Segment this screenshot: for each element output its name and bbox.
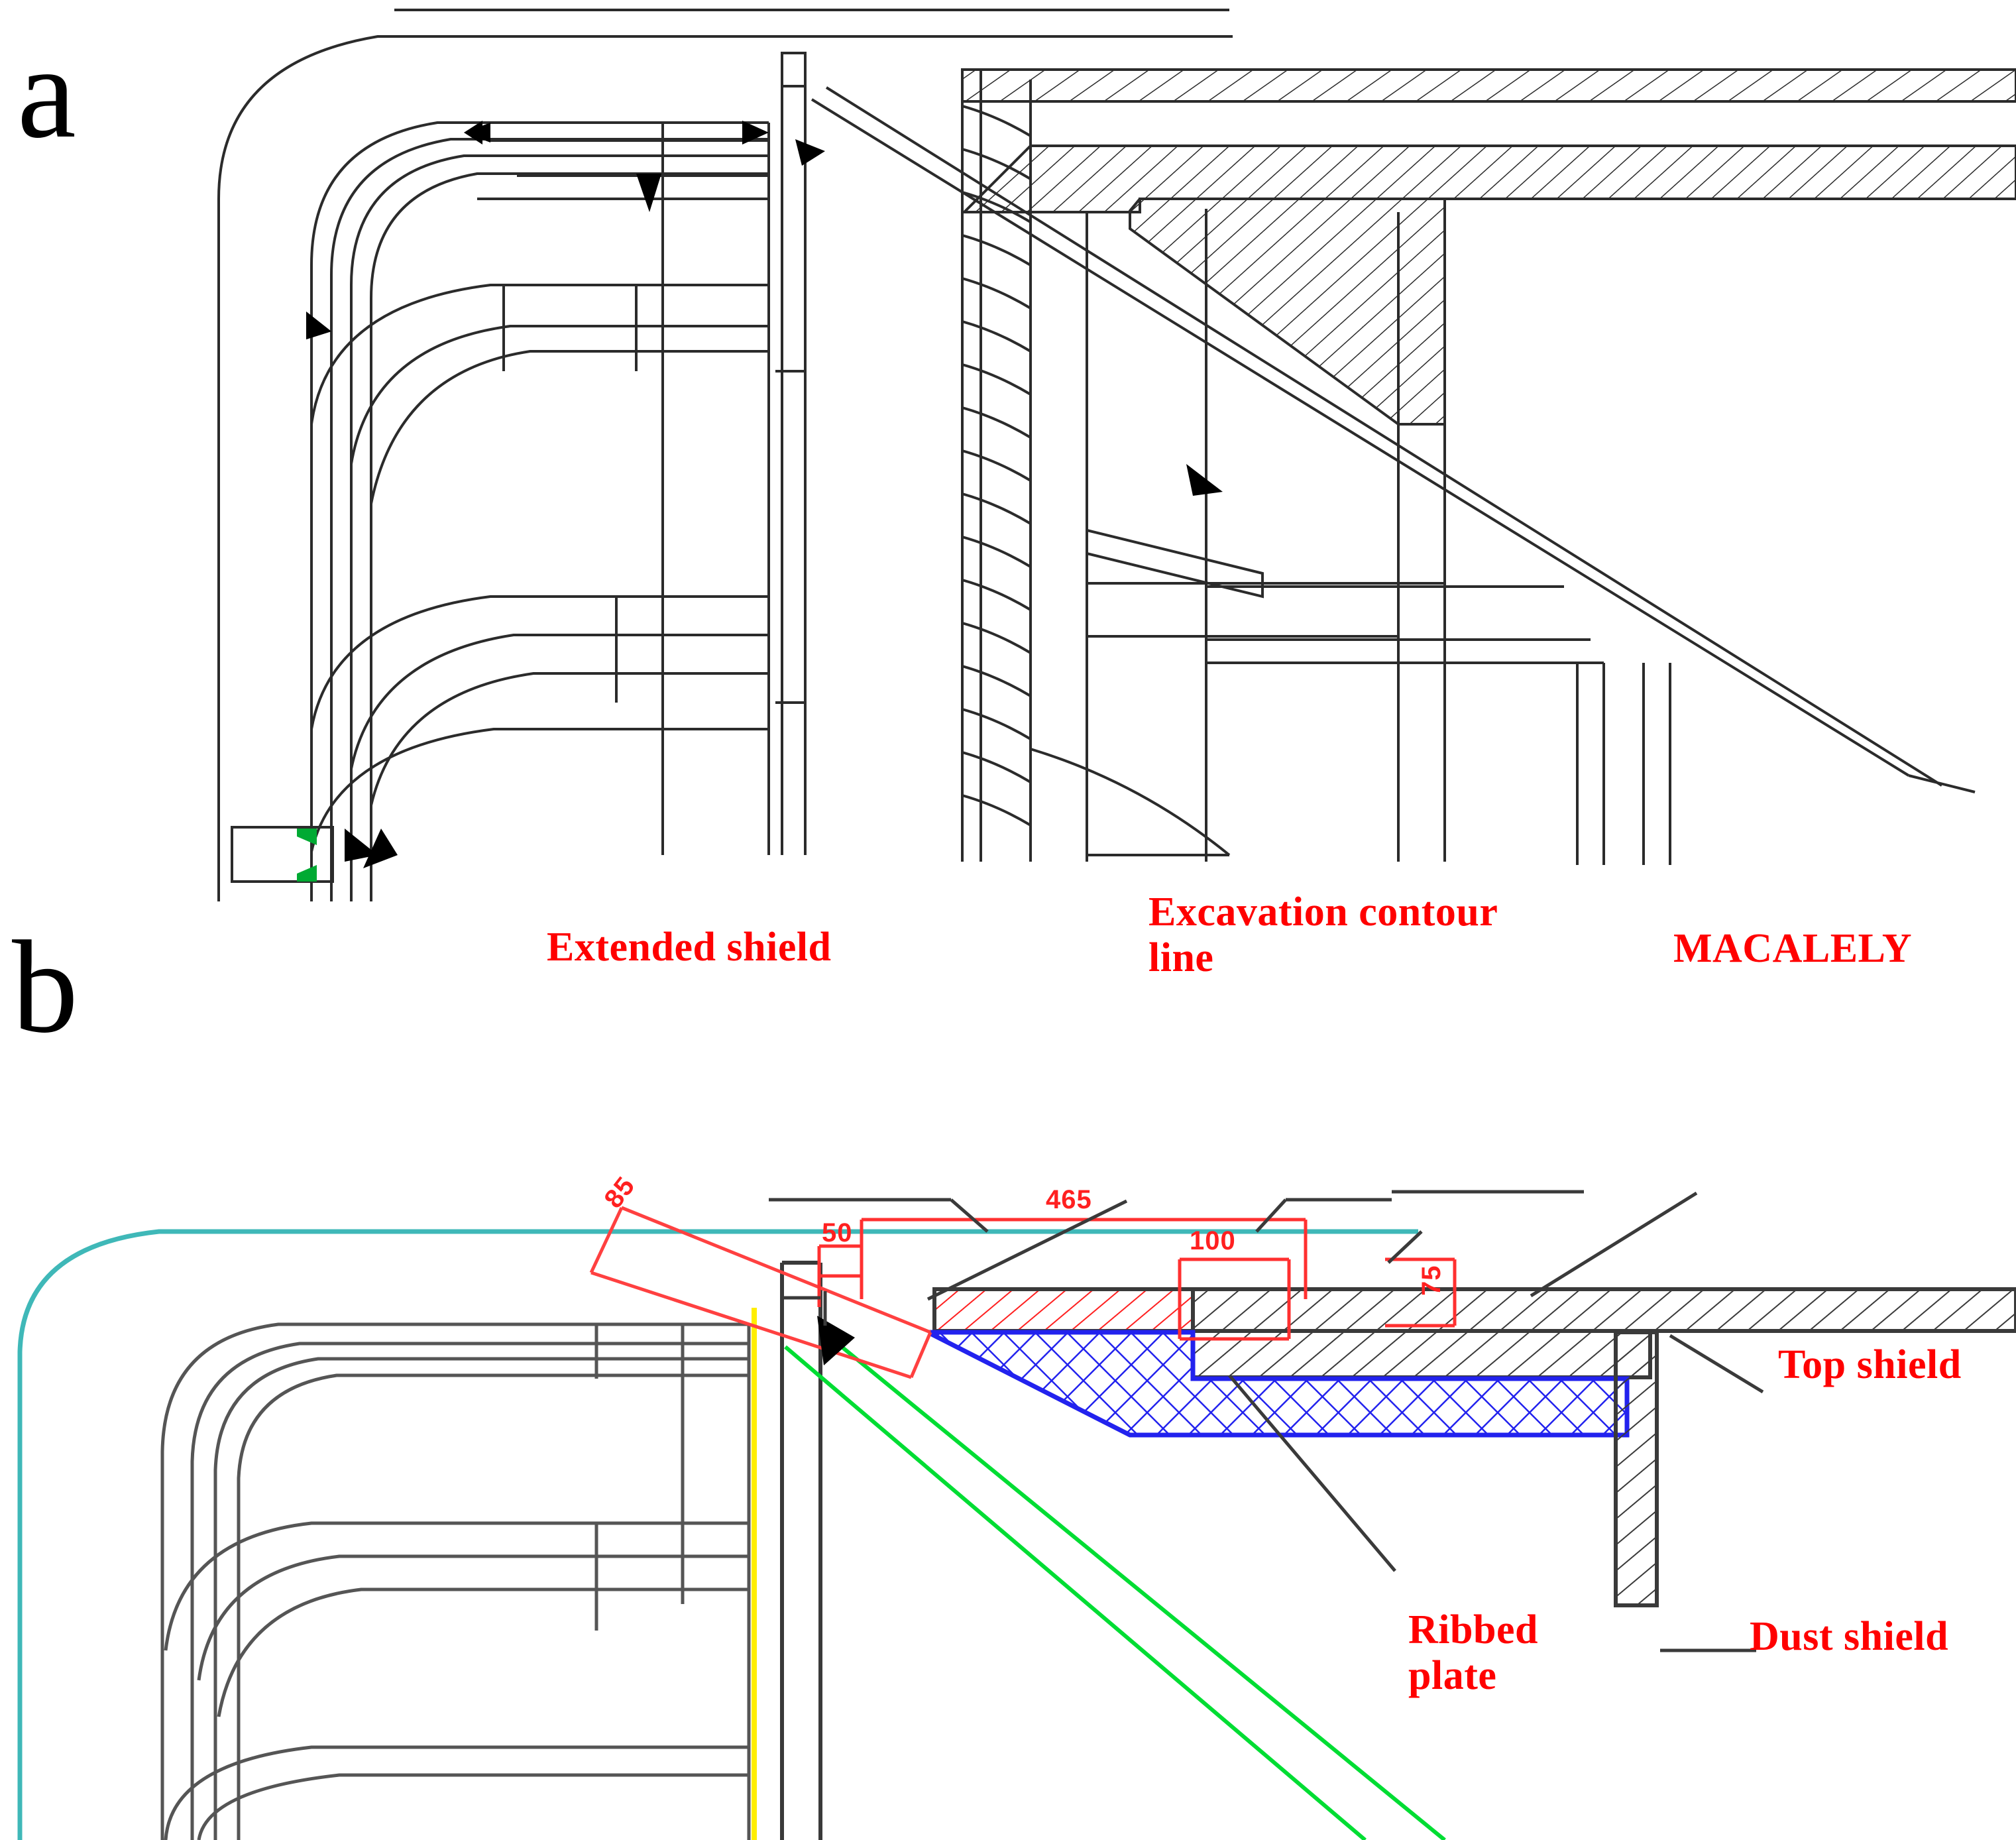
panel-b-drawing [17,1190,2016,1840]
panel-a-wedge-band [961,144,2016,426]
dimension-50: 50 [822,1218,853,1247]
dimension-lines [817,1218,1457,1341]
panel-a: a [0,0,2016,901]
top-shield-red-section [932,1287,1195,1333]
dimension-100: 100 [1190,1226,1236,1255]
dimension-465: 465 [1046,1185,1092,1214]
top-shield-black-section [1191,1287,2016,1379]
panel-b: b [0,890,2016,1840]
panel-a-arrows [306,121,1223,868]
dust-shield-shape [1614,1330,1659,1607]
panel-a-roof-band [961,68,2016,103]
leader-lines [769,1190,1764,1652]
annotation-excavation-contour-line: Excavation contour line [1148,890,1498,981]
excavation-contour-line-path [17,1229,1418,1840]
panel-a-label: a [17,19,76,166]
dimension-75: 75 [1417,1265,1446,1296]
panel-a-green-marker [297,829,317,882]
annotation-macalely: MACALELY [1673,926,1912,971]
panel-a-drawing [217,9,2016,901]
annotation-ribbed-plate: Ribbed plate [1408,1607,1538,1699]
annotation-top-shield: Top shield [1778,1342,1962,1387]
annotation-dust-shield: Dust shield [1750,1614,1949,1659]
extended-shield-green-lines [784,1336,1446,1840]
extended-shield-arrowhead [817,1316,855,1365]
panel-b-label: b [12,914,78,1061]
extended-shield-red-lines [589,1206,932,1379]
annotation-extended-shield: Extended shield [547,925,832,970]
